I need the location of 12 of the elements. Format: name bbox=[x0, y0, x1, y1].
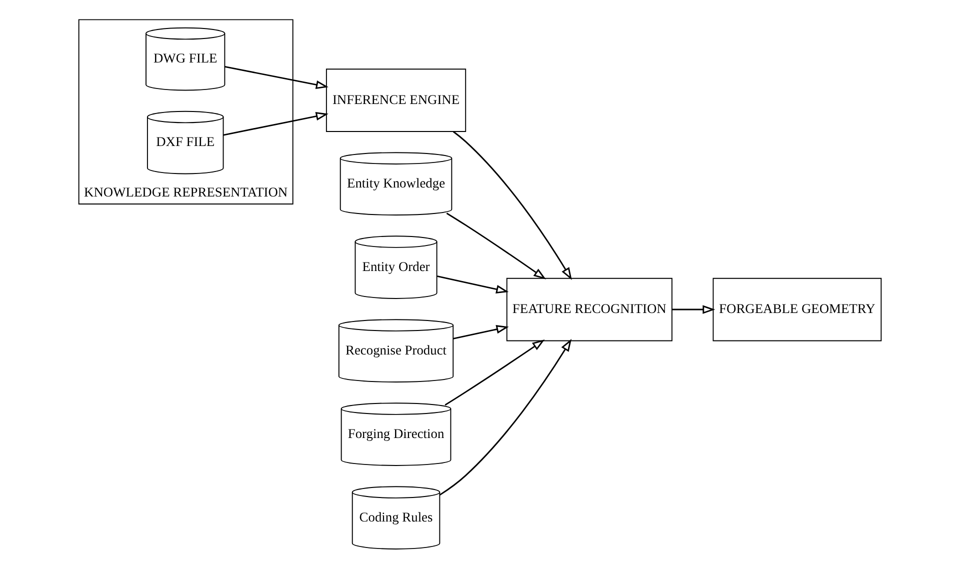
arrow bbox=[436, 275, 509, 294]
arrow bbox=[452, 325, 509, 340]
node-box: INFERENCE ENGINE bbox=[326, 68, 466, 132]
arrow bbox=[439, 338, 572, 496]
arrow bbox=[672, 305, 716, 314]
arrow bbox=[452, 131, 572, 280]
arrow bbox=[223, 112, 328, 136]
node-box: FEATURE RECOGNITION bbox=[506, 278, 672, 342]
node-box: FORGEABLE GEOMETRY bbox=[712, 278, 882, 342]
arrow bbox=[224, 66, 328, 90]
arrow bbox=[444, 340, 545, 406]
arrow bbox=[446, 212, 546, 280]
